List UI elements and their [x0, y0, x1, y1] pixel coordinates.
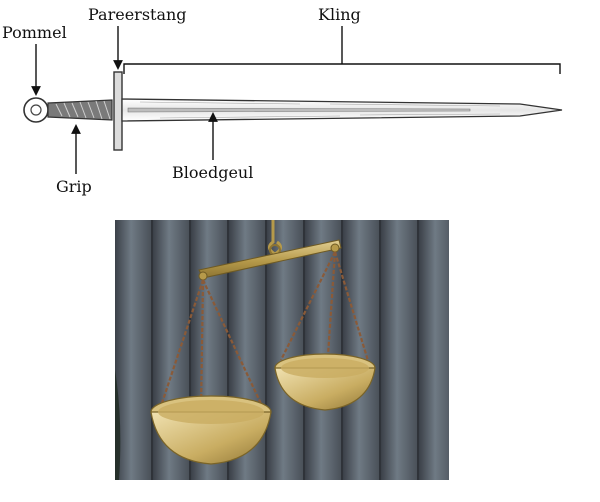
grip-label: Grip — [56, 177, 92, 196]
crossguard-label: Pareerstang — [88, 5, 187, 24]
blade-bracket — [123, 63, 561, 74]
crossguard-shape — [113, 71, 123, 151]
fuller-label: Bloedgeul — [172, 163, 253, 182]
left-pan-chains — [159, 279, 264, 411]
pommel-label: Pommel — [2, 23, 67, 42]
balance-scale-photo — [115, 220, 449, 480]
right-pan — [274, 353, 376, 411]
grip-shape — [47, 99, 113, 121]
sword-illustration — [23, 71, 563, 151]
left-pan — [150, 395, 272, 465]
blade-label: Kling — [318, 5, 361, 24]
fuller-shape — [127, 107, 471, 113]
right-pan-chains — [280, 251, 371, 371]
sword-anatomy-diagram: Pommel Pareerstang Kling Grip Bloedgeul — [2, 5, 563, 196]
